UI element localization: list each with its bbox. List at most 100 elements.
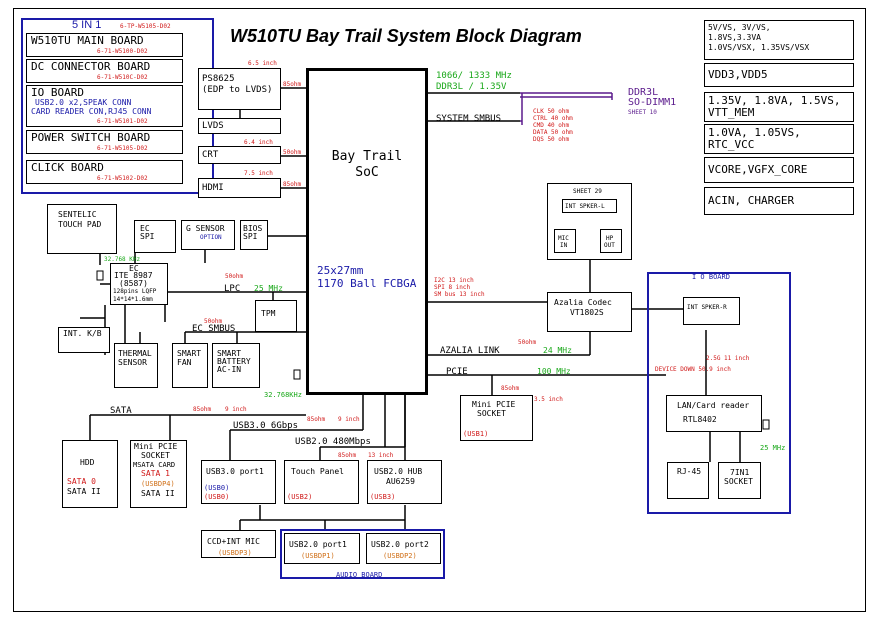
azalia-codec-line1: Azalia Codec — [554, 298, 612, 307]
mem-ohm-ctrl: CTRL 40 ohm — [533, 115, 573, 122]
hdmi-ohm: 85ohm — [283, 181, 302, 188]
hdmi-port: HDMI — [198, 178, 281, 198]
power-rail-1-line2: 1.8VS,3.3VA — [708, 33, 761, 42]
touchpad: SENTELIC TOUCH PAD — [47, 204, 117, 254]
board-power-switch-name: POWER SWITCH BOARD — [31, 131, 151, 144]
sata-label: SATA — [110, 406, 132, 416]
lvds-label: LVDS — [202, 121, 224, 131]
touch-panel-usb: (USB2) — [287, 493, 313, 501]
ec-spi: EC SPI — [134, 220, 176, 253]
card-reader-line1: 7IN1 — [730, 468, 750, 477]
power-rail-6: ACIN, CHARGER — [704, 187, 854, 215]
ps8625-length: 6.5 inch — [248, 60, 277, 67]
ccd-int-mic-label: CCD+INT MIC — [207, 537, 260, 546]
ite-ec-size: 14*14*1.6mm — [113, 296, 153, 303]
pcie-length: 3.5 inch — [534, 396, 563, 403]
board-io-line3: CARD READER CON,RJ45 CONN — [31, 107, 152, 116]
mem-ohm-cmd: CMD 40 ohm — [533, 122, 570, 129]
pcie-label: PCIE — [446, 367, 468, 377]
pcie-speed: 100 MHz — [537, 367, 571, 376]
int-speaker-r-label: INT SPKER-R — [687, 304, 727, 311]
usb2-port2-usb: (USBDP2) — [383, 552, 417, 560]
soc-line1: Bay Trail — [331, 149, 403, 164]
int-speaker-l-label: INT SPKER-L — [565, 203, 605, 210]
mem-ohm-clk: CLK 50 ohm — [533, 108, 570, 115]
ec-smbus-label: EC SMBUS — [192, 324, 236, 334]
power-rail-3-line2: VTT_MEM — [708, 106, 755, 119]
ite-ec-alt: (8587) — [119, 279, 148, 288]
i2c-length: I2C 13 inch — [434, 277, 474, 284]
soc-crystal-label: 32.768KHz — [264, 391, 302, 399]
board-dc: DC CONNECTOR BOARD 6-71-W510C-D02 — [26, 59, 183, 83]
ps8625-bridge: PS8625 (EDP to LVDS) — [198, 68, 281, 110]
diagram-title: W510TU Bay Trail System Block Diagram — [230, 26, 582, 46]
usb2-port1: USB2.0 port1 (USBDP1) — [284, 533, 360, 564]
mic-jack-line2: IN — [560, 242, 568, 249]
azalia-speed: 24 MHz — [543, 346, 572, 355]
hdmi-length: 7.5 inch — [244, 170, 273, 177]
internal-keyboard: INT. K/B — [58, 327, 110, 353]
azalia-codec-line2: VT1802S — [570, 308, 604, 317]
sata-ohm: 85ohm — [193, 406, 212, 413]
hp-jack: HP OUT — [600, 229, 622, 253]
g-sensor-option: OPTION — [200, 234, 222, 241]
crt-length: 6.4 inch — [244, 139, 273, 146]
sata-length: 9 inch — [225, 406, 247, 413]
smart-battery-line2: BATTERY — [217, 357, 251, 366]
card-reader-socket: 7IN1 SOCKET — [718, 462, 761, 499]
card-reader-line2: SOCKET — [724, 477, 753, 486]
hdd: HDD SATA 0 SATA II — [62, 440, 118, 508]
system-smbus-label: SYSTEM SMBUS — [436, 114, 502, 124]
board-click-name: CLICK BOARD — [31, 161, 104, 174]
ps8625-name: PS8625 — [202, 74, 235, 84]
board-io-name: IO BOARD — [31, 86, 84, 99]
board-main-name: W510TU MAIN BOARD — [31, 34, 144, 47]
lan-card-reader-line2: RTL8402 — [683, 415, 717, 424]
azalia-ohm: 50ohm — [518, 339, 537, 346]
smart-fan: SMART FAN — [172, 343, 208, 388]
ite-ec-label: EC — [129, 264, 139, 273]
usb2-label: USB2.0 480Mbps — [295, 437, 371, 447]
rj45-jack: RJ-45 — [667, 462, 709, 499]
dimm-type: DDR3L — [628, 87, 659, 98]
power-rail-2: VDD3,VDD5 — [704, 63, 854, 87]
smart-fan-line1: SMART — [177, 349, 202, 358]
soc-pkg2: 1170 Ball FCBGA — [317, 277, 417, 290]
usb2-port1-usb: (USBDP1) — [301, 552, 335, 560]
audio-board-label: AUDIO BOARD — [336, 571, 383, 579]
usb2-port1-label: USB2.0 port1 — [289, 540, 347, 549]
touch-panel: Touch Panel (USB2) — [284, 460, 359, 504]
mini-pcie-line1: Mini PCIE — [472, 400, 516, 409]
power-rail-3: 1.35V, 1.8VA, 1.5VS, VTT_MEM — [704, 92, 854, 122]
lpc-ohm: 50ohm — [225, 273, 244, 280]
rj45-label: RJ-45 — [677, 467, 702, 476]
hdd-sata0: SATA 0 — [67, 477, 96, 486]
ite-ec-pkg: 128pins LQFP — [113, 288, 157, 295]
memory-speed: 1066/ 1333 MHz — [436, 71, 512, 81]
hdd-label: HDD — [80, 458, 95, 467]
usb2-hub: USB2.0 HUB AU6259 (USB3) — [367, 460, 442, 504]
usb3-port1: USB3.0 port1 (USB0) (USB0) — [201, 460, 276, 504]
ccd-int-mic: CCD+INT MIC (USBDP3) — [201, 530, 276, 558]
power-rail-5-line1: VCORE,VGFX_CORE — [708, 163, 808, 176]
usb2-ohm: 85ohm — [338, 452, 357, 459]
five-in-one-code: 6-TP-W5105-D02 — [120, 23, 171, 30]
mini-pcie-line2: SOCKET — [477, 409, 506, 418]
int-speaker-l: INT SPKER-L — [562, 199, 617, 213]
smbus-length: SM bus 13 inch — [434, 291, 485, 298]
usb2-hub-usb: (USB3) — [370, 493, 396, 501]
board-main: W510TU MAIN BOARD 6-71-W5100-D02 — [26, 33, 183, 57]
power-rail-4-line1: 1.0VA, 1.05VS, — [708, 126, 801, 139]
lan-card-reader-line1: LAN/Card reader — [677, 401, 750, 410]
board-click-code: 6-71-W5102-D02 — [97, 175, 148, 182]
board-dc-code: 6-71-W510C-D02 — [97, 74, 148, 81]
crt-port: CRT — [198, 146, 281, 164]
crt-ohm: 50ohm — [283, 149, 302, 156]
usb2-hub-line2: AU6259 — [386, 477, 415, 486]
g-sensor: G SENSOR OPTION — [181, 220, 235, 250]
mic-jack-line1: MIC — [558, 235, 569, 242]
audio-sheet: SHEET 29 — [573, 188, 602, 195]
thermal-sensor: THERMAL SENSOR — [114, 343, 158, 388]
ec-spi-line2: SPI — [140, 232, 155, 241]
